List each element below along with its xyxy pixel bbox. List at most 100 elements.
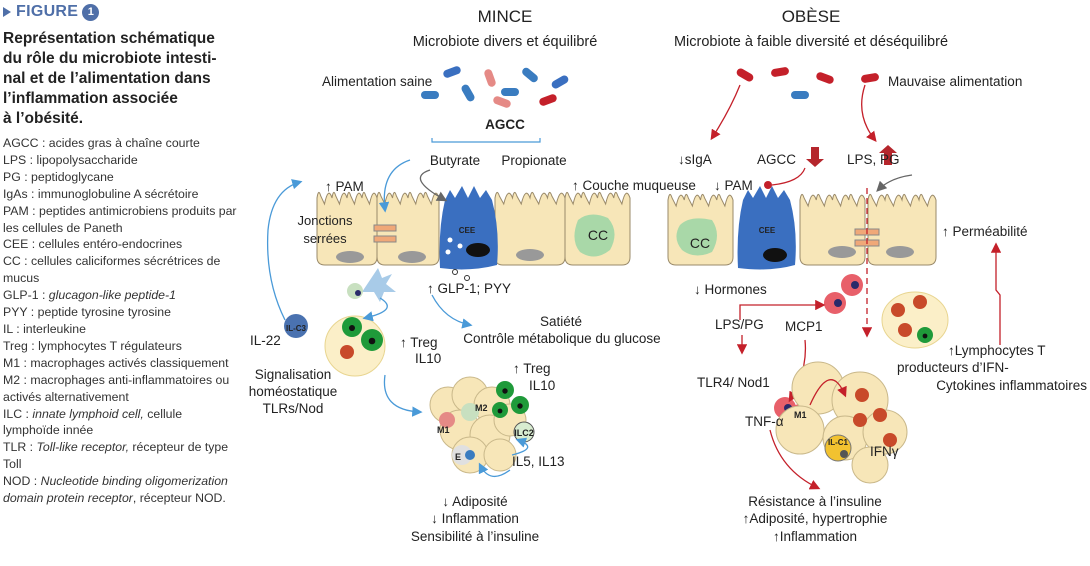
legend-definition-italic: glucagon-like peptide-1 bbox=[48, 288, 176, 303]
lean-heading: MINCE bbox=[478, 7, 533, 26]
lean-outcome: ↓ Inflammation bbox=[431, 511, 519, 526]
lean-outcome: ↓ Adiposité bbox=[442, 494, 507, 509]
bacterium-icon bbox=[493, 96, 511, 108]
obese-cc: CC bbox=[690, 235, 710, 251]
legend-item: M2 : macrophages anti-inflammatoires ou … bbox=[3, 372, 230, 404]
obese-pam: ↓ PAM bbox=[714, 178, 753, 193]
butyrate-label: Butyrate bbox=[430, 153, 480, 168]
m1-macrophage bbox=[439, 412, 455, 428]
figure-number: 1 bbox=[82, 3, 100, 21]
bacterium-icon bbox=[791, 91, 809, 99]
bacterium-icon bbox=[861, 73, 879, 83]
legend-term: IgAs bbox=[3, 186, 28, 201]
legend-term: IL bbox=[3, 321, 13, 336]
legend-definition: cellules entéro-endocrines bbox=[38, 237, 183, 252]
title-line: nal et de l’alimentation dans bbox=[3, 70, 211, 87]
legend-term: TLR bbox=[3, 440, 27, 455]
legend-item: IL : interleukine bbox=[3, 321, 86, 336]
bacterium-icon bbox=[816, 72, 834, 84]
legend-term: ILC bbox=[3, 406, 23, 421]
il5-arrow bbox=[511, 437, 529, 456]
lymphocyte-nucleus bbox=[497, 408, 503, 414]
tight-junction bbox=[373, 235, 397, 243]
legend-item: PAM : peptides antimicrobiens produits p… bbox=[3, 203, 237, 235]
title-line: du rôle du microbiote intesti- bbox=[3, 50, 217, 67]
il5-return-arrow bbox=[478, 462, 511, 477]
bacterium-icon bbox=[771, 67, 789, 77]
treg-arrow bbox=[383, 374, 423, 417]
legend-item: AGCC : acides gras à chaîne courte bbox=[3, 136, 200, 150]
bacterium-icon bbox=[461, 84, 475, 102]
legend-definition: immunoglobuline A sécrétoire bbox=[37, 186, 199, 201]
macrophage-nucleus bbox=[834, 299, 842, 307]
legend-item: TLR : Toll-like receptor, récepteur de t… bbox=[3, 440, 229, 472]
bacterium-icon bbox=[551, 75, 569, 89]
obese-outcome: ↑Inflammation bbox=[773, 529, 857, 544]
permeability-label: ↑ Perméabilité bbox=[942, 224, 1028, 239]
lymphocyte-nucleus bbox=[895, 308, 901, 314]
tlr4-label: TLR4/ Nod1 bbox=[697, 375, 770, 390]
lymphocyte-nucleus bbox=[344, 350, 350, 356]
macrophage-nucleus bbox=[851, 281, 859, 289]
obese-m1: M1 bbox=[794, 410, 807, 420]
lpspg-m1-arrow bbox=[739, 299, 826, 320]
legend-definition: macrophages anti-inflammatoires ou activ… bbox=[3, 372, 230, 404]
lymphocyte-nucleus bbox=[857, 418, 863, 424]
ilc1-nucleus bbox=[840, 450, 848, 458]
legend-definition: macrophages activés classiquement bbox=[30, 355, 229, 370]
treg1-label: IL10 bbox=[415, 351, 441, 366]
mcp1-label: MCP1 bbox=[785, 319, 823, 334]
goblet-cell bbox=[676, 218, 717, 256]
lymphocyte-nucleus bbox=[922, 333, 928, 339]
lymphocyte-nucleus bbox=[859, 393, 865, 399]
epithelial-cell bbox=[494, 192, 566, 266]
legend-item: M1 : macrophages activés classiquement bbox=[3, 355, 229, 370]
granule bbox=[447, 237, 453, 243]
obese-lpspg: LPS, PG bbox=[847, 152, 900, 167]
legend-definition: récepteur de type Toll bbox=[3, 440, 229, 472]
legend-definition: acides gras à chaîne courte bbox=[48, 136, 200, 150]
glp-label: ↑ GLP-1; PYY bbox=[427, 281, 511, 296]
butyrate-cee-arrow bbox=[419, 169, 448, 202]
obese-subheading: Microbiote à faible diversité et déséqui… bbox=[674, 34, 948, 50]
ifn-label: IFNγ bbox=[870, 444, 899, 459]
lean-m1: M1 bbox=[437, 425, 450, 435]
agcc-inhibit-line bbox=[771, 167, 806, 186]
legend-item: PG : peptidoglycane bbox=[3, 169, 114, 184]
legend-term: Treg bbox=[3, 338, 28, 353]
eosinophil-nucleus bbox=[465, 450, 475, 460]
lymphocyte-nucleus bbox=[349, 325, 355, 331]
dendritic-cell bbox=[362, 268, 396, 302]
nucleus bbox=[763, 248, 787, 262]
bacterium-icon bbox=[501, 88, 519, 96]
lympho-label: Cytokines inflammatoires bbox=[936, 378, 1087, 393]
decrease-arrow-icon bbox=[806, 147, 824, 167]
treg2-label: ↑ Treg bbox=[513, 361, 551, 376]
m1-loop-arrow bbox=[809, 379, 847, 406]
legend-definition: interleukine bbox=[23, 321, 86, 336]
lean-agcc: AGCC bbox=[485, 117, 525, 132]
lean-m2: M2 bbox=[475, 403, 488, 413]
glucose-label: Contrôle métabolique du glucose bbox=[463, 331, 660, 346]
obese-outcome: ↑Adiposité, hypertrophie bbox=[743, 511, 888, 526]
title-line: à l’obésité. bbox=[3, 110, 84, 127]
legend-item: LPS : lipopolysaccharide bbox=[3, 152, 138, 167]
legend-item: CEE : cellules entéro-endocrines bbox=[3, 237, 183, 252]
lympho-label: producteurs d’IFN- bbox=[897, 360, 1009, 375]
obese-diet: Mauvaise alimentation bbox=[888, 74, 1022, 89]
figure-sidebar: FIGURE 1 Représentation schématique du r… bbox=[3, 0, 238, 507]
obese-cee: CEE bbox=[759, 226, 776, 235]
figure-title: Représentation schématique du rôle du mi… bbox=[3, 29, 238, 129]
legend-item: IgAs : immunoglobuline A sécrétoire bbox=[3, 186, 199, 201]
epithelial-cell bbox=[376, 192, 440, 266]
junctions-label: serrées bbox=[303, 231, 347, 246]
legend-definition: cellule lymphoïde innée bbox=[3, 406, 183, 438]
title-line: l’inflammation associée bbox=[3, 90, 178, 107]
legend-definition: peptides antimicrobiens produits par les… bbox=[3, 203, 237, 235]
legend-term: PAM bbox=[3, 203, 29, 218]
obese-heading: OBÈSE bbox=[782, 7, 841, 26]
inhibit-dot bbox=[764, 181, 772, 189]
legend-definition: lipopolysaccharide bbox=[36, 152, 138, 167]
macrophage-nucleus bbox=[355, 290, 361, 296]
